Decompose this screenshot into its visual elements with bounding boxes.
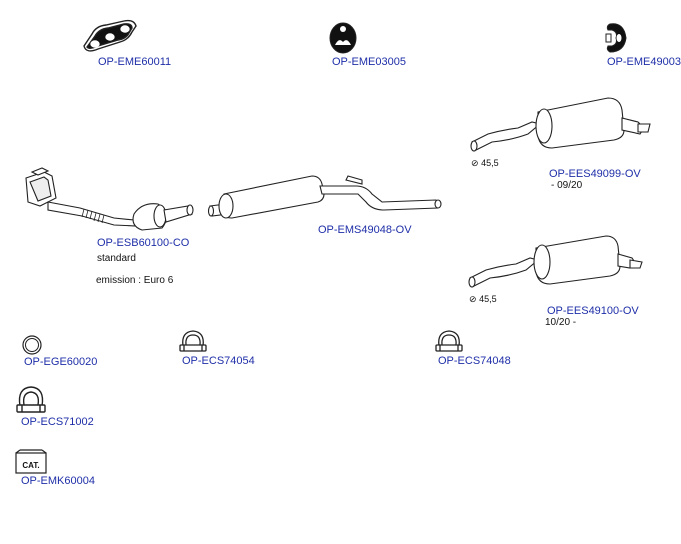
- rubber-hanger-drawing[interactable]: [329, 22, 357, 54]
- part-link-clamp-b[interactable]: OP-ECS74048: [438, 355, 511, 367]
- exhaust-diagram: OP-EME60011 OP-EME03005 OP-EME49003: [14, 14, 681, 487]
- catalytic-converter-drawing[interactable]: [18, 167, 196, 240]
- part-link-clamp-c[interactable]: OP-ECS71002: [21, 416, 94, 428]
- sealing-ring-drawing[interactable]: [21, 334, 43, 356]
- part-link-rear-box-b[interactable]: OP-EES49100-OV: [547, 305, 639, 317]
- cat-standard-note: standard: [97, 253, 136, 264]
- middle-silencer-drawing[interactable]: [206, 170, 450, 226]
- diameter-icon: ⊘: [469, 294, 477, 304]
- part-link-ring[interactable]: OP-EGE60020: [24, 356, 98, 368]
- cat-emission-note: emission : Euro 6: [96, 275, 174, 286]
- part-link-cat-kit[interactable]: OP-EMK60004: [21, 475, 95, 487]
- rubber-mount-drawing[interactable]: [604, 22, 630, 54]
- part-link-cat-front[interactable]: OP-ESB60100-CO: [97, 237, 190, 249]
- rear-a-diameter: ⊘ 45,5: [471, 158, 499, 168]
- part-link-gasket[interactable]: OP-EME60011: [98, 56, 172, 68]
- part-link-clamp-a[interactable]: OP-ECS74054: [182, 355, 255, 367]
- rear-silencer-a-drawing[interactable]: [468, 94, 654, 156]
- cat-kit-badge-text: CAT.: [22, 461, 39, 470]
- rear-silencer-b-drawing[interactable]: [466, 232, 650, 292]
- gasket-drawing[interactable]: [80, 14, 140, 56]
- rear-b-date-note: 10/20 -: [545, 317, 577, 328]
- pipe-clamp-a-drawing[interactable]: [178, 328, 208, 354]
- part-link-rear-box-a[interactable]: OP-EES49099-OV: [549, 168, 641, 180]
- diameter-icon: ⊘: [471, 158, 479, 168]
- rear-b-diameter: ⊘ 45,5: [469, 294, 497, 304]
- pipe-clamp-c-drawing[interactable]: [15, 384, 47, 416]
- part-link-middle-box[interactable]: OP-EMS49048-OV: [318, 224, 412, 236]
- pipe-clamp-b-drawing[interactable]: [434, 328, 464, 354]
- rear-a-date-note: - 09/20: [551, 180, 583, 191]
- mounting-kit-drawing[interactable]: CAT.: [14, 449, 48, 475]
- part-link-hanger-round[interactable]: OP-EME03005: [332, 56, 406, 68]
- part-link-hanger-side[interactable]: OP-EME49003: [607, 56, 681, 68]
